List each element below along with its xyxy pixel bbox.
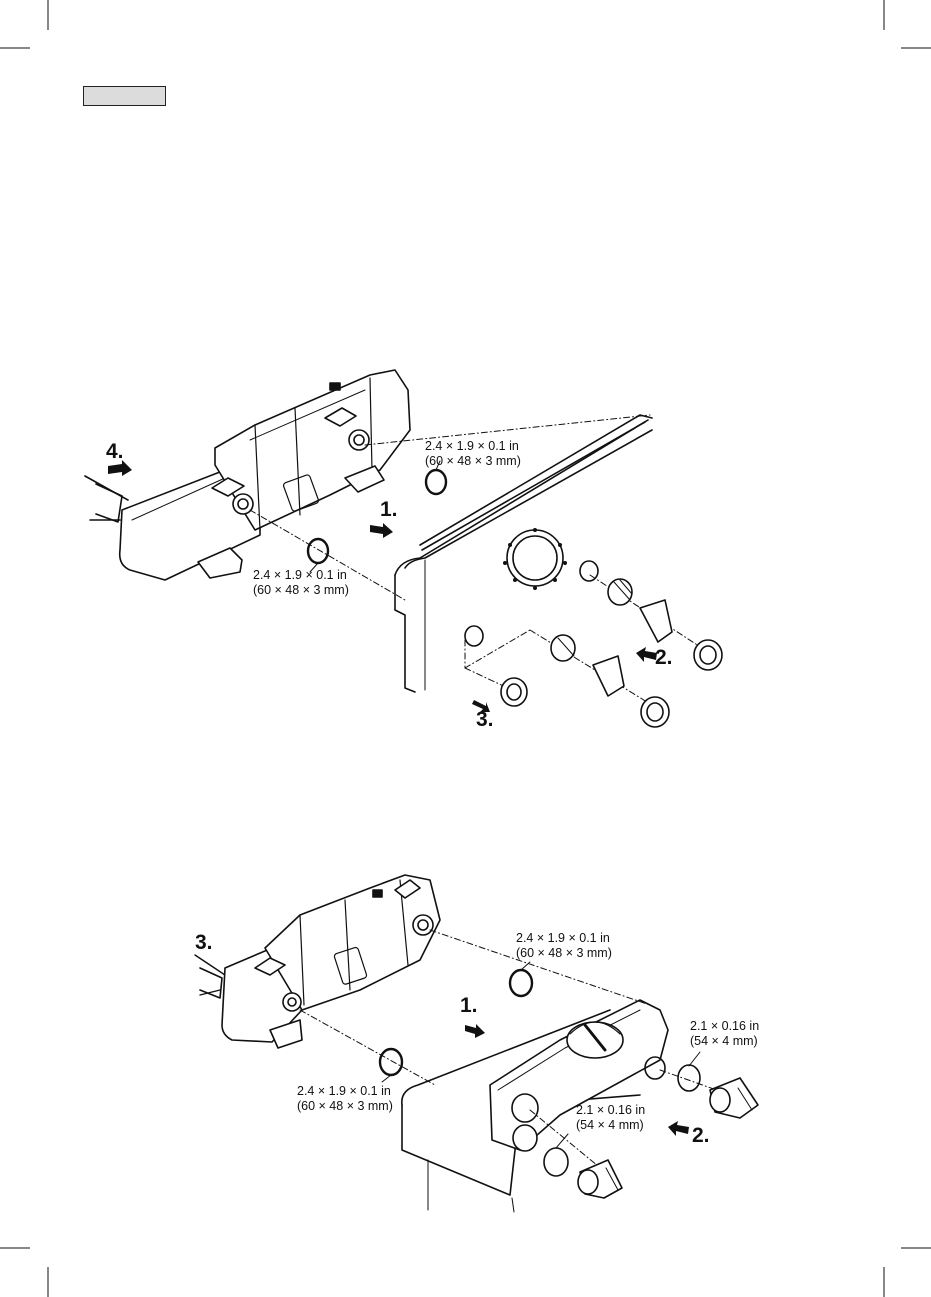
oring-dim-mm: (54 × 4 mm) <box>690 1034 759 1049</box>
hose-connectors-bottom <box>578 1078 758 1198</box>
step-2-label: 2. <box>692 1124 710 1148</box>
seal-dim-mm: (60 × 48 × 3 mm) <box>516 946 612 961</box>
seal-dim-in: 2.4 × 1.9 × 0.1 in <box>516 931 612 946</box>
oring-dim-in: 2.1 × 0.16 in <box>690 1019 759 1034</box>
uv-clarifier-bottom <box>195 875 440 1048</box>
oring-dim-center: 2.1 × 0.16 in (54 × 4 mm) <box>576 1103 645 1133</box>
seal-dim-upper-bottom: 2.4 × 1.9 × 0.1 in (60 × 48 × 3 mm) <box>516 931 612 961</box>
seal-dim-in: 2.4 × 1.9 × 0.1 in <box>297 1084 393 1099</box>
gasket-upper-bottom <box>510 970 532 996</box>
oring-dim-mm: (54 × 4 mm) <box>576 1118 645 1133</box>
oring-dim-in: 2.1 × 0.16 in <box>576 1103 645 1118</box>
gasket-lower-bottom <box>380 1049 402 1075</box>
oring-center <box>544 1148 568 1176</box>
oring-dim-right: 2.1 × 0.16 in (54 × 4 mm) <box>690 1019 759 1049</box>
seal-dim-mm: (60 × 48 × 3 mm) <box>297 1099 393 1114</box>
seal-dim-lower-bottom: 2.4 × 1.9 × 0.1 in (60 × 48 × 3 mm) <box>297 1084 393 1114</box>
step-3-label: 3. <box>195 931 213 955</box>
step-1-label: 1. <box>460 994 478 1018</box>
